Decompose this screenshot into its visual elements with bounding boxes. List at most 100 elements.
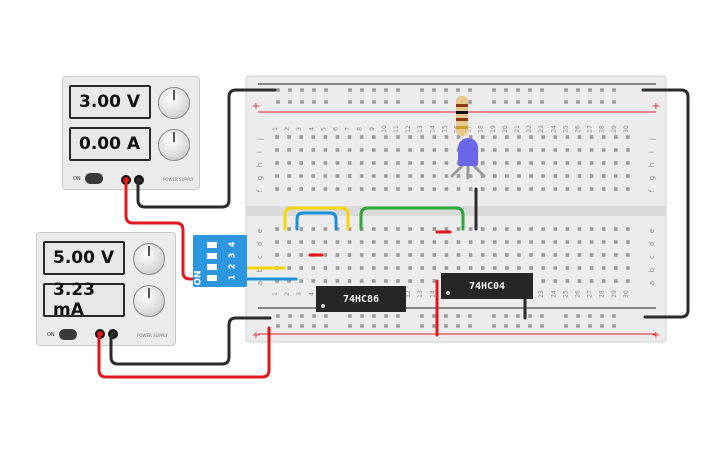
breadboard-hole[interactable] [529,240,533,244]
breadboard-hole[interactable] [492,100,496,104]
breadboard-hole[interactable] [540,324,544,328]
breadboard-hole[interactable] [372,227,376,231]
breadboard-hole[interactable] [420,266,424,270]
breadboard-hole[interactable] [396,161,400,165]
breadboard-hole[interactable] [505,135,509,139]
breadboard-hole[interactable] [626,240,630,244]
breadboard-hole[interactable] [396,279,400,283]
breadboard-hole[interactable] [541,135,545,139]
wire-jumper-yellow[interactable] [283,206,350,231]
breadboard-hole[interactable] [335,279,340,283]
breadboard-hole[interactable] [468,253,473,257]
breadboard-hole[interactable] [456,135,461,139]
breadboard-hole[interactable] [541,279,545,283]
breadboard-hole[interactable] [347,161,352,165]
breadboard-hole[interactable] [529,148,533,152]
breadboard-hole[interactable] [564,100,568,104]
breadboard-hole[interactable] [420,314,424,318]
breadboard-hole[interactable] [517,174,521,178]
voltage-knob-bottom[interactable] [133,243,165,275]
breadboard-hole[interactable] [577,187,582,191]
breadboard-hole[interactable] [492,88,496,92]
breadboard-hole[interactable] [456,227,461,231]
breadboard-hole[interactable] [432,314,436,318]
breadboard-hole[interactable] [493,227,497,231]
breadboard-hole[interactable] [456,174,461,178]
breadboard-hole[interactable] [372,187,376,191]
breadboard-hole[interactable] [553,174,558,178]
power-toggle-top[interactable] [85,173,103,184]
breadboard-hole[interactable] [372,314,376,318]
breadboard-hole[interactable] [288,324,292,328]
breadboard-hole[interactable] [588,100,592,104]
breadboard-hole[interactable] [505,253,509,257]
breadboard-hole[interactable] [540,100,544,104]
breadboard-hole[interactable] [287,187,291,191]
breadboard-hole[interactable] [456,314,460,318]
breadboard-hole[interactable] [287,227,291,231]
breadboard-hole[interactable] [348,324,352,328]
breadboard-hole[interactable] [299,240,303,244]
breadboard-hole[interactable] [312,100,316,104]
breadboard-hole[interactable] [577,240,582,244]
breadboard-hole[interactable] [396,187,400,191]
breadboard-hole[interactable] [516,100,520,104]
breadboard-hole[interactable] [468,266,473,270]
breadboard-hole[interactable] [335,135,340,139]
breadboard-hole[interactable] [287,279,291,283]
led-leg-1[interactable] [450,164,464,178]
breadboard-hole[interactable] [505,174,509,178]
breadboard-hole[interactable] [553,279,558,283]
resistor[interactable] [456,96,468,136]
breadboard-hole[interactable] [420,100,424,104]
breadboard-hole[interactable] [432,174,437,178]
breadboard-hole[interactable] [275,187,279,191]
breadboard-hole[interactable] [565,187,570,191]
breadboard-hole[interactable] [420,279,424,283]
breadboard-hole[interactable] [324,88,328,92]
breadboard-hole[interactable] [564,314,568,318]
breadboard-hole[interactable] [588,88,592,92]
breadboard-hole[interactable] [432,227,437,231]
breadboard-hole[interactable] [528,88,532,92]
breadboard-hole[interactable] [420,187,424,191]
breadboard-hole[interactable] [589,174,594,178]
breadboard-hole[interactable] [299,187,303,191]
breadboard-hole[interactable] [468,314,472,318]
breadboard-hole[interactable] [347,279,352,283]
breadboard-hole[interactable] [626,266,630,270]
breadboard-hole[interactable] [384,88,388,92]
breadboard-hole[interactable] [612,100,616,104]
breadboard-hole[interactable] [384,148,388,152]
breadboard-hole[interactable] [408,227,412,231]
breadboard-hole[interactable] [287,266,291,270]
breadboard-hole[interactable] [347,266,352,270]
breadboard-hole[interactable] [444,266,449,270]
breadboard-hole[interactable] [504,324,508,328]
power-supply-bottom[interactable]: 5.00 V 3.23 mA ON POWER SUPPLY [36,232,176,346]
breadboard-hole[interactable] [275,174,279,178]
breadboard-hole[interactable] [287,161,291,165]
breadboard-hole[interactable] [529,253,533,257]
breadboard-hole[interactable] [626,187,630,191]
breadboard-hole[interactable] [576,100,580,104]
breadboard-hole[interactable] [614,266,618,270]
breadboard-hole[interactable] [600,314,604,318]
breadboard-hole[interactable] [287,148,291,152]
breadboard-hole[interactable] [299,279,303,283]
led[interactable] [458,138,478,166]
breadboard-hole[interactable] [420,161,424,165]
breadboard-hole[interactable] [323,174,328,178]
breadboard-hole[interactable] [553,148,558,152]
breadboard-hole[interactable] [311,161,316,165]
breadboard-hole[interactable] [505,227,509,231]
breadboard-hole[interactable] [432,88,436,92]
breadboard-hole[interactable] [529,135,533,139]
breadboard-hole[interactable] [359,253,364,257]
breadboard-hole[interactable] [372,100,376,104]
breadboard-hole[interactable] [480,187,485,191]
breadboard-hole[interactable] [480,240,485,244]
breadboard-hole[interactable] [359,174,364,178]
